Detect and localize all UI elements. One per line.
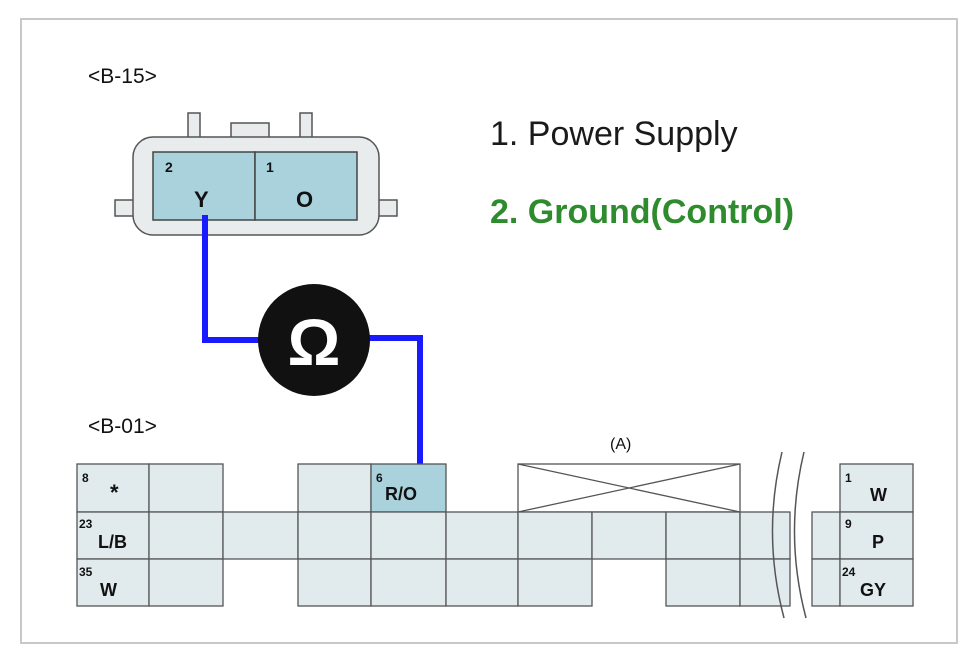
ohm-symbol: Ω <box>288 305 341 379</box>
b01-pin-8-number: 8 <box>82 471 89 485</box>
break-mark-right <box>793 451 807 619</box>
ohmmeter-icon <box>258 284 370 396</box>
b01-pin-35-wire: W <box>100 580 117 600</box>
b01-pin-1-number: 1 <box>845 471 852 485</box>
connector-b01 <box>76 463 914 607</box>
b15-pin-1-cell <box>254 151 358 221</box>
section-a-label: (A) <box>610 436 631 453</box>
b15-pin-2-cell <box>152 151 256 221</box>
legend-power-supply: 1. Power Supply <box>490 115 738 153</box>
b15-pin-1-number: 1 <box>266 159 274 175</box>
b01-pin-35-number: 35 <box>79 565 93 579</box>
b01-pin-23-number: 23 <box>79 517 93 531</box>
b01-pin-1-wire: W <box>870 485 887 505</box>
connector-b15: 2 Y 1 O <box>114 112 398 236</box>
connector-b15-label: <B-15> <box>88 65 157 88</box>
b01-pin-9-wire: P <box>872 532 884 552</box>
probe-wire-left <box>202 215 265 343</box>
probe-wire-right <box>368 335 423 476</box>
b01-pin-23-wire: L/B <box>98 532 127 552</box>
b01-pin-9-number: 9 <box>845 517 852 531</box>
break-mark-left <box>771 451 785 619</box>
b01-pin-6-number: 6 <box>376 471 383 485</box>
ohmmeter: Ω <box>258 284 370 396</box>
legend-ground-control: 2. Ground(Control) <box>490 193 794 231</box>
b15-pin-1-wire: O <box>296 187 313 212</box>
b15-pin-2-number: 2 <box>165 159 173 175</box>
b01-pin-6-wire: R/O <box>385 484 417 504</box>
b01-pin-8-wire: * <box>110 480 119 505</box>
b15-pin-2-wire: Y <box>194 187 209 212</box>
b01-pin-24-wire: GY <box>860 580 886 600</box>
connector-b01-label: <B-01> <box>88 415 157 438</box>
b01-pin-24-number: 24 <box>842 565 856 579</box>
